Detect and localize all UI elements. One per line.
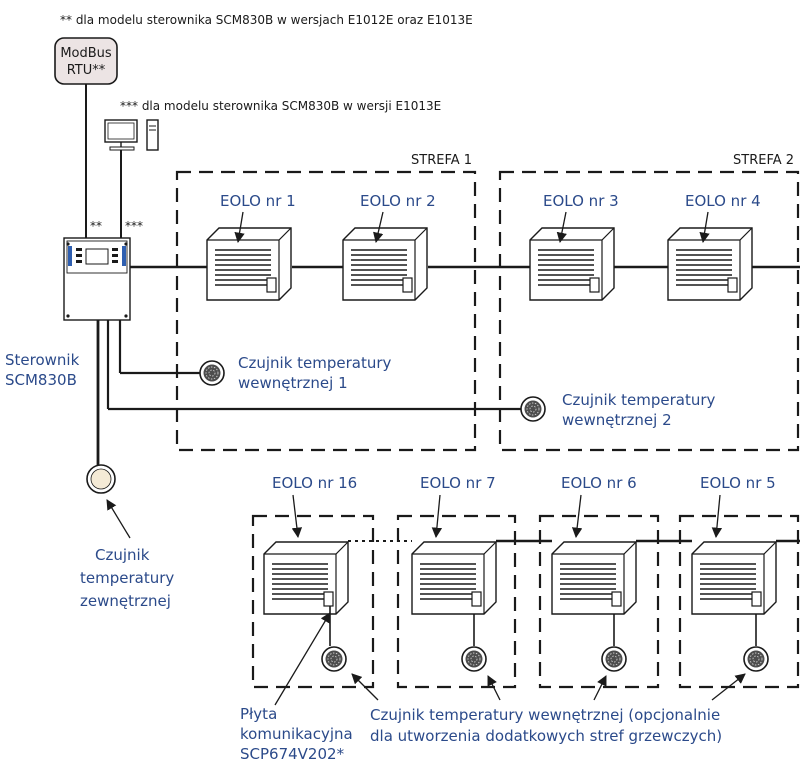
heater-eolo-4 xyxy=(667,227,753,301)
controller-scm830b xyxy=(63,237,131,321)
modbus-label-1: ModBus xyxy=(60,46,112,61)
optional-sensor-label-2: dla utworzenia dodatkowych stref grzewcz… xyxy=(370,727,722,745)
controller-label-1: Sterownik xyxy=(5,351,80,369)
heater-label-3: EOLO nr 3 xyxy=(543,192,619,210)
sensor-1-label-1: Czujnik temperatury xyxy=(238,354,392,372)
external-sensor-label-1: Czujnik xyxy=(95,546,150,564)
zone-1-label: STREFA 1 xyxy=(411,153,472,168)
external-sensor-label-2: temperatury xyxy=(80,569,174,587)
heater-label-2: EOLO nr 2 xyxy=(360,192,436,210)
sensor-internal-2 xyxy=(520,396,546,422)
zone-1-boundary xyxy=(175,170,477,452)
heater-label-7: EOLO nr 7 xyxy=(420,474,496,492)
computer-icon xyxy=(104,119,159,151)
note-double-star: ** dla modelu sterownika SCM830B w wersj… xyxy=(60,13,473,27)
heater-eolo-1 xyxy=(206,227,292,301)
heater-label-6: EOLO nr 6 xyxy=(561,474,637,492)
sensor-zone-7 xyxy=(461,646,487,672)
comm-board-label-1: Płyta xyxy=(240,705,277,723)
optional-sensor-label-1: Czujnik temperatury wewnętrznej (opcjona… xyxy=(370,706,720,724)
heater-eolo-6 xyxy=(551,541,637,615)
heater-label-1: EOLO nr 1 xyxy=(220,192,296,210)
heater-eolo-7 xyxy=(411,541,497,615)
heater-eolo-3 xyxy=(529,227,615,301)
mark-double-star: ** xyxy=(90,219,102,233)
zone-box-6 xyxy=(538,514,660,689)
zone-box-5 xyxy=(678,514,800,689)
sensor-2-label-2: wewnętrznej 2 xyxy=(562,411,672,429)
sensor-zone-16 xyxy=(321,646,347,672)
sensor-2-label-1: Czujnik temperatury xyxy=(562,391,716,409)
zone-box-7 xyxy=(396,514,517,689)
zone-2-boundary xyxy=(498,170,800,452)
mark-triple-star: *** xyxy=(125,219,143,233)
comm-board-label-3: SCP674V202* xyxy=(240,745,345,763)
sensor-internal-1 xyxy=(199,360,225,386)
comm-board-label-2: komunikacyjna xyxy=(240,725,353,743)
sensor-zone-6 xyxy=(601,646,627,672)
zone-2-label: STREFA 2 xyxy=(733,153,794,168)
sensor-zone-5 xyxy=(743,646,769,672)
modbus-label-2: RTU** xyxy=(67,63,106,78)
modbus-rtu-box: ModBus RTU** xyxy=(54,37,118,85)
heater-eolo-2 xyxy=(342,227,428,301)
sensor-external xyxy=(86,464,116,494)
heater-label-5: EOLO nr 5 xyxy=(700,474,776,492)
heater-label-4: EOLO nr 4 xyxy=(685,192,761,210)
heater-eolo-16 xyxy=(263,541,349,615)
heater-label-16: EOLO nr 16 xyxy=(272,474,357,492)
sensor-1-label-2: wewnętrznej 1 xyxy=(238,374,348,392)
heater-eolo-5 xyxy=(691,541,777,615)
external-sensor-label-3: zewnętrznej xyxy=(80,592,171,610)
controller-label-2: SCM830B xyxy=(5,371,77,389)
note-triple-star: *** dla modelu sterownika SCM830B w wers… xyxy=(120,99,441,113)
zone-box-16 xyxy=(251,514,375,689)
